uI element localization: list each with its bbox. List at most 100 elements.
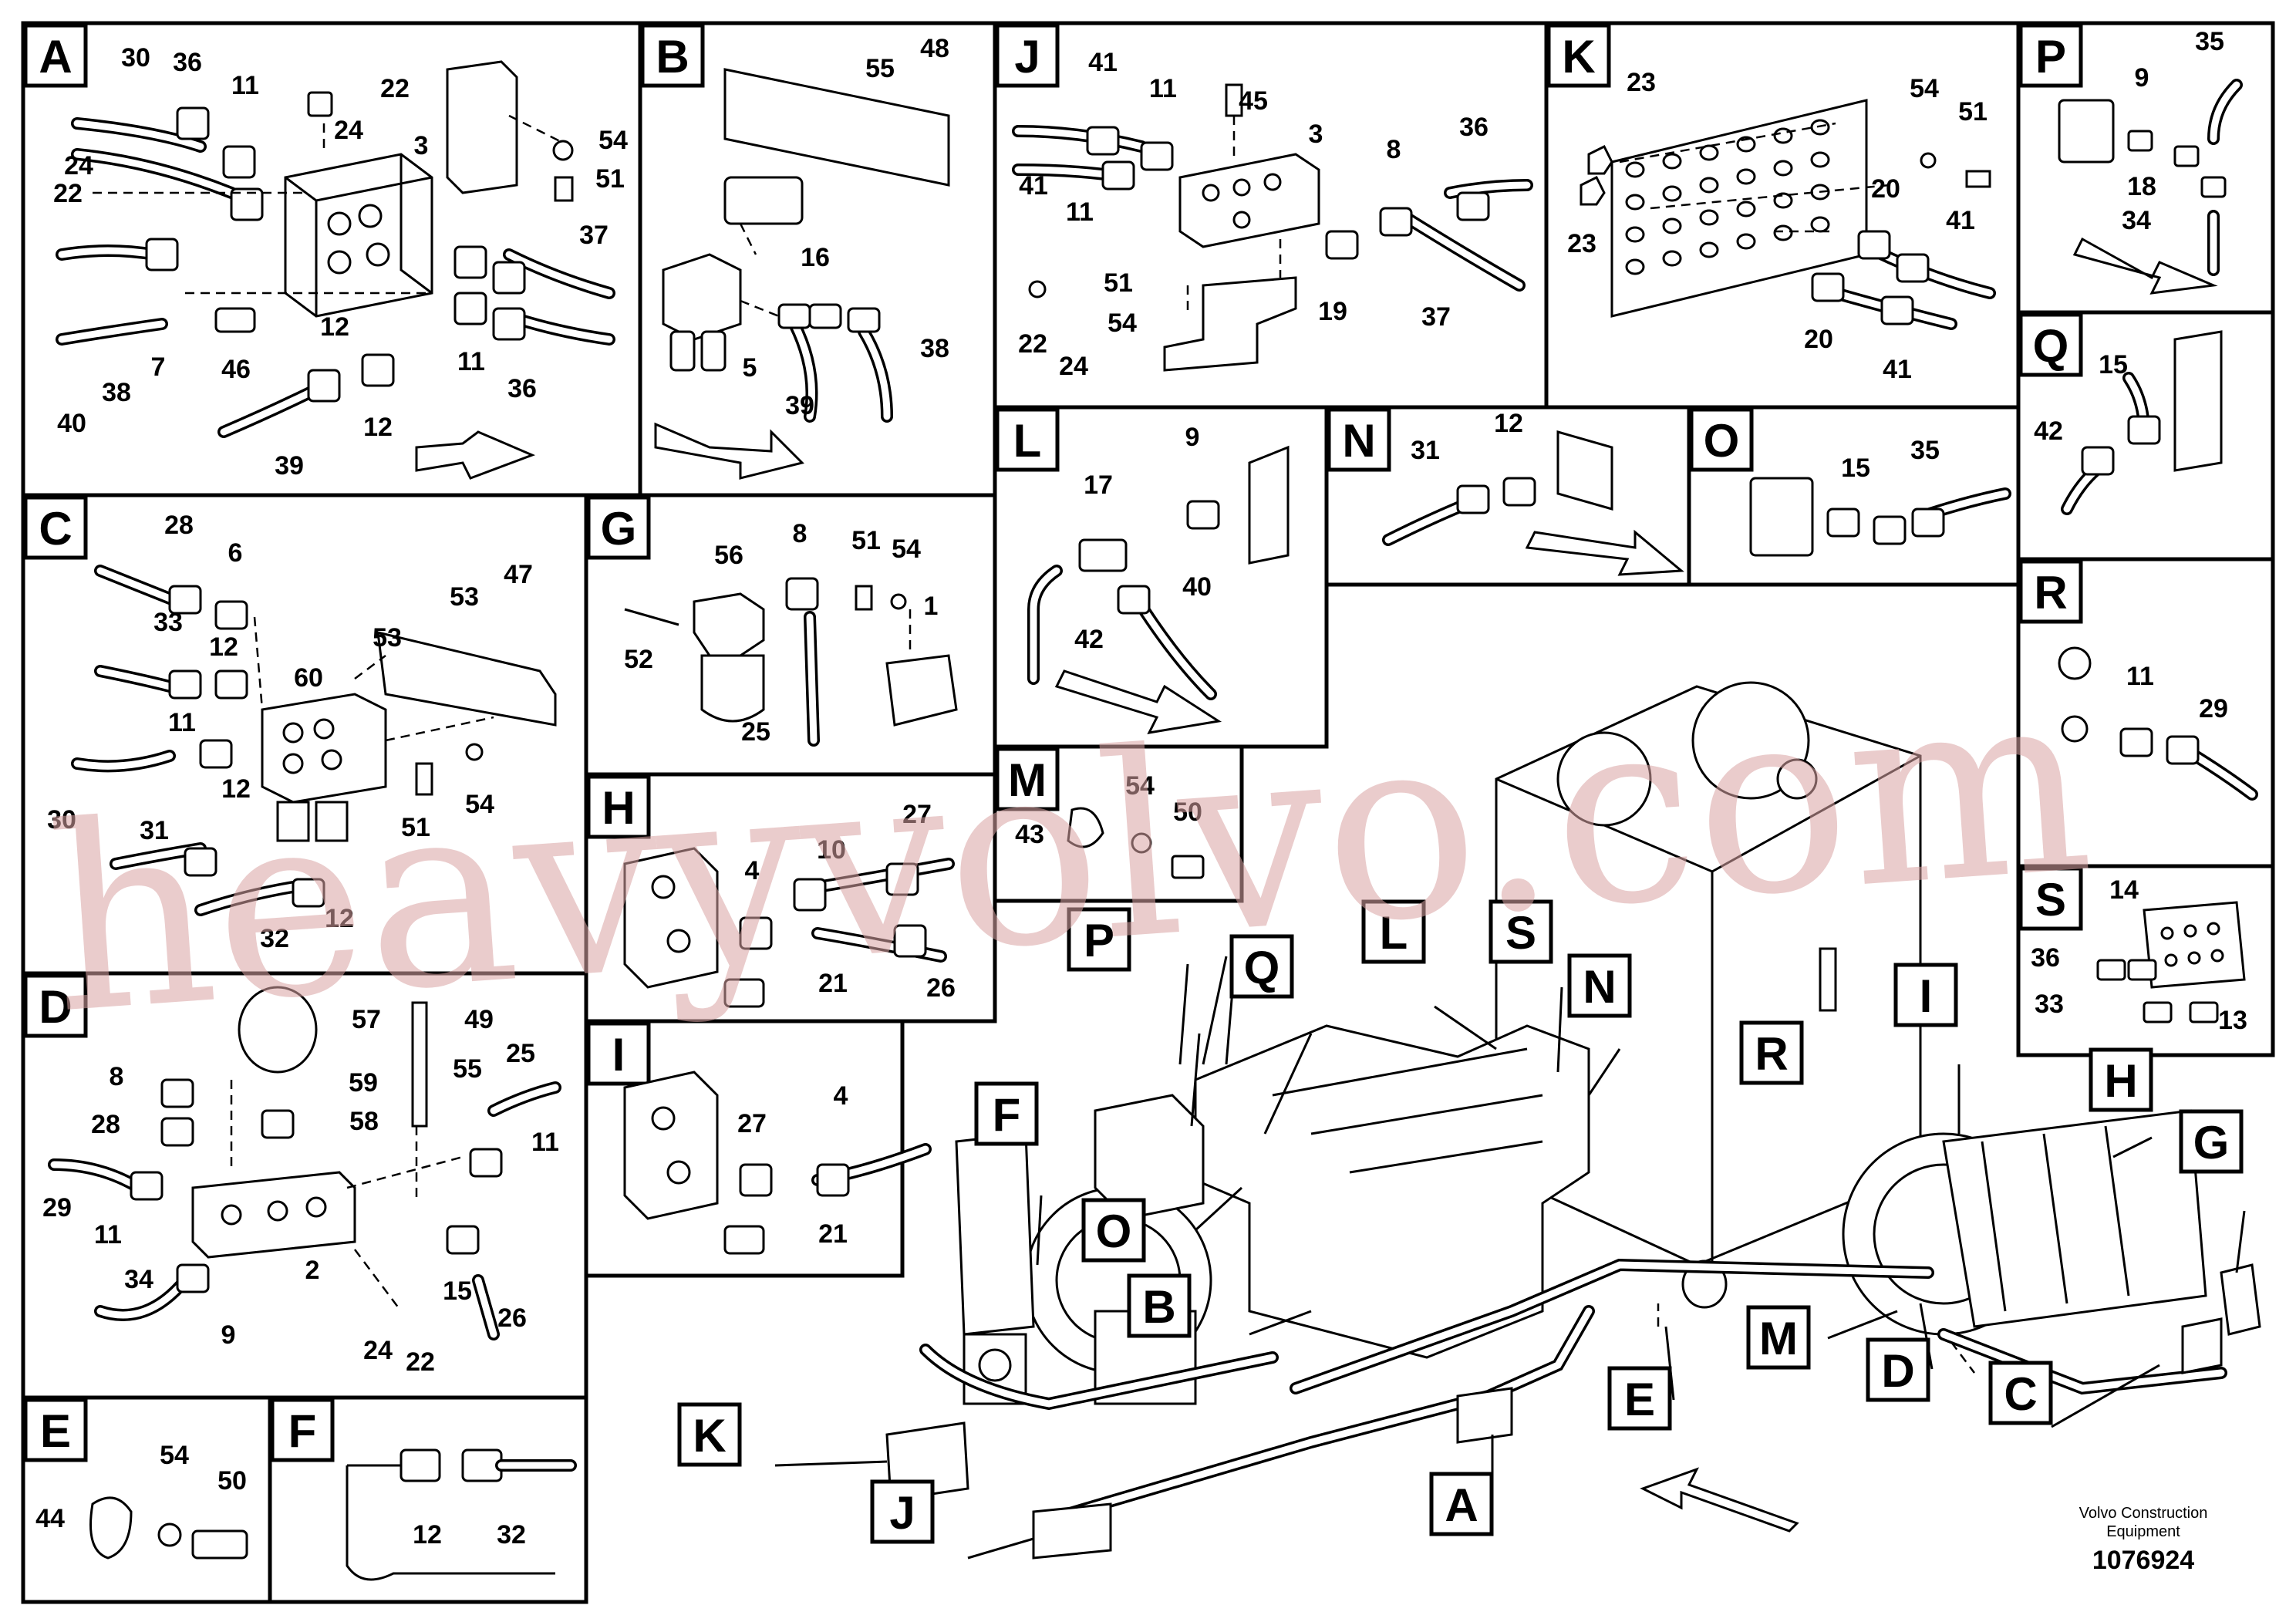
callout-d-12: 15 — [443, 1276, 472, 1306]
callout-b-4: 38 — [920, 334, 949, 363]
callout-g-0: 56 — [714, 541, 743, 570]
callout-j-9: 54 — [1108, 309, 1137, 338]
callout-a-12: 7 — [151, 352, 166, 382]
overview-label-p: P — [1067, 907, 1131, 972]
callout-a-11: 12 — [320, 312, 349, 342]
panel-label-h-text: H — [602, 782, 635, 834]
callout-j-3: 3 — [1309, 120, 1323, 149]
plate-hole — [1625, 161, 1645, 178]
callout-n-0: 12 — [1494, 409, 1523, 438]
panel-r-drawing — [2058, 646, 2258, 801]
overview-label-a-text: A — [1445, 1479, 1478, 1531]
panel-label-l-text: L — [1013, 415, 1042, 467]
callout-r-0: 11 — [2126, 662, 2154, 691]
callout-g-2: 51 — [851, 526, 881, 555]
plate-hole — [1625, 194, 1645, 211]
callout-j-5: 36 — [1459, 113, 1489, 142]
callout-e-1: 50 — [217, 1466, 247, 1496]
overview-label-m: M — [1746, 1305, 1811, 1370]
overview-label-s: S — [1489, 899, 1553, 964]
plate-hole — [1625, 258, 1645, 275]
callout-j-12: 22 — [1018, 329, 1047, 359]
overview-label-i: I — [1893, 963, 1958, 1027]
plate-hole — [1699, 241, 1719, 258]
overview-label-k-text: K — [693, 1410, 726, 1462]
callout-l-3: 42 — [1074, 625, 1104, 654]
panel-o-drawing — [1749, 477, 2011, 557]
callout-c-0: 28 — [164, 511, 194, 540]
callout-p-3: 34 — [2122, 206, 2151, 235]
panel-label-n-text: N — [1342, 415, 1375, 467]
panel-label-s: S — [2018, 866, 2083, 931]
callout-d-7: 58 — [349, 1107, 379, 1136]
plate-hole — [1810, 119, 1830, 136]
overview-label-o: O — [1081, 1198, 1146, 1263]
callout-f-0: 12 — [413, 1520, 442, 1549]
plate-hole — [1699, 209, 1719, 226]
callout-p-1: 9 — [2135, 63, 2149, 93]
callout-d-10: 11 — [94, 1220, 122, 1249]
panel-m-drawing — [1067, 807, 1205, 879]
callout-m-2: 43 — [1015, 820, 1044, 849]
panel-label-g: G — [586, 495, 651, 560]
callout-k-5: 41 — [1946, 206, 1975, 235]
callout-c-10: 30 — [47, 805, 76, 835]
panel-l-drawing — [1027, 445, 1290, 734]
callout-a-8: 22 — [53, 179, 83, 208]
callout-i-0: 27 — [737, 1109, 767, 1138]
overview-label-q: Q — [1229, 934, 1294, 999]
overview-label-c-text: C — [2004, 1368, 2037, 1420]
panel-label-j-text: J — [1014, 31, 1040, 83]
callout-n-1: 31 — [1411, 436, 1440, 465]
callout-d-13: 26 — [497, 1303, 527, 1333]
callout-c-1: 6 — [228, 538, 243, 568]
callout-k-2: 51 — [1958, 97, 1988, 126]
panel-label-c-text: C — [39, 503, 72, 555]
callout-d-8: 11 — [531, 1128, 559, 1157]
callout-a-6: 54 — [598, 126, 628, 155]
callout-j-6: 41 — [1019, 171, 1048, 201]
callout-g-4: 1 — [924, 592, 939, 621]
callout-k-0: 23 — [1627, 68, 1656, 97]
callout-d-6: 28 — [91, 1110, 120, 1139]
panel-label-a: A — [23, 23, 88, 88]
callout-q-0: 15 — [2099, 350, 2128, 379]
plate-hole — [1736, 168, 1756, 185]
panel-label-f: F — [270, 1398, 335, 1462]
callout-b-2: 16 — [801, 243, 830, 272]
callout-d-1: 49 — [464, 1005, 494, 1034]
overview-label-j-text: J — [889, 1487, 915, 1539]
callout-c-11: 31 — [140, 816, 169, 845]
callout-c-9: 12 — [221, 774, 251, 804]
overview-label-c: C — [1988, 1361, 2053, 1425]
panel-label-d: D — [23, 973, 88, 1038]
callout-c-7: 53 — [373, 623, 402, 653]
callout-d-5: 25 — [506, 1039, 535, 1068]
callout-k-1: 54 — [1910, 74, 1939, 103]
callout-a-3: 22 — [380, 74, 410, 103]
panel-label-b: B — [640, 23, 705, 88]
plate-hole — [1773, 224, 1793, 241]
callout-l-1: 17 — [1084, 470, 1113, 500]
callout-g-3: 54 — [892, 534, 921, 564]
callout-a-2: 11 — [231, 71, 259, 100]
brand-line-1: Volvo Construction — [2079, 1505, 2208, 1522]
callout-c-12: 51 — [401, 813, 430, 842]
overview-label-g: G — [2179, 1109, 2244, 1174]
panel-c-drawing — [71, 565, 557, 916]
panel-label-i-text: I — [612, 1029, 625, 1081]
callout-i-2: 21 — [818, 1219, 848, 1249]
callout-a-1: 36 — [173, 48, 202, 77]
overview-label-j: J — [870, 1479, 935, 1544]
callout-a-9: 24 — [64, 151, 93, 180]
callout-d-16: 24 — [363, 1336, 393, 1365]
overview-label-e-text: E — [1624, 1374, 1655, 1425]
overview-label-e: E — [1607, 1366, 1672, 1431]
overview-label-a: A — [1429, 1472, 1494, 1536]
callout-o-1: 35 — [1910, 436, 1940, 465]
callout-c-8: 11 — [168, 708, 196, 737]
panel-label-l: L — [995, 407, 1060, 472]
